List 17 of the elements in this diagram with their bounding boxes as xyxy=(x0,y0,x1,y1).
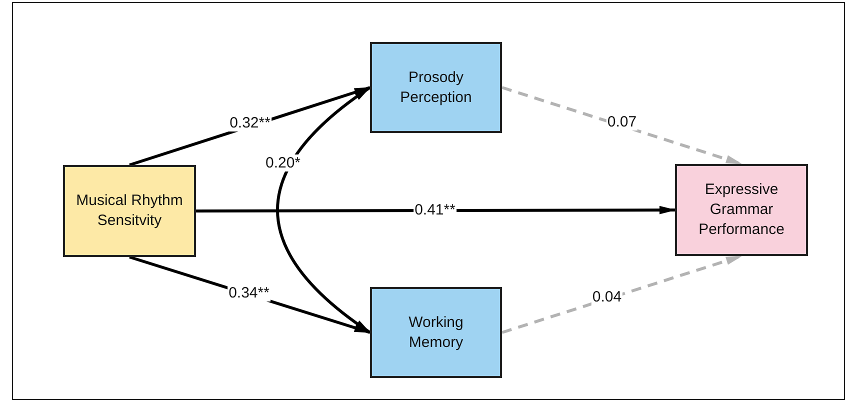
variable-box xyxy=(63,165,196,257)
edge-label: 0.07 xyxy=(606,114,638,130)
edge-label: 0.04 xyxy=(591,288,623,306)
path-arrow xyxy=(276,86,371,334)
edge-label: 0.20* xyxy=(264,154,302,172)
variable-box xyxy=(370,42,502,133)
path-arrow xyxy=(502,254,743,334)
edge-label: 0.32** xyxy=(228,114,272,132)
variable-box xyxy=(675,164,808,256)
variable-box xyxy=(370,287,502,378)
box-label: Prosody Perception xyxy=(399,68,473,108)
edge-label: 0.34** xyxy=(228,284,270,302)
box-label: Working Memory xyxy=(408,312,464,352)
box-label: Expressive Grammar Performance xyxy=(698,180,786,240)
box-label: Musical Rhythm Sensitvity xyxy=(75,191,184,231)
path-arrow xyxy=(502,86,743,166)
path-arrow xyxy=(196,206,676,214)
